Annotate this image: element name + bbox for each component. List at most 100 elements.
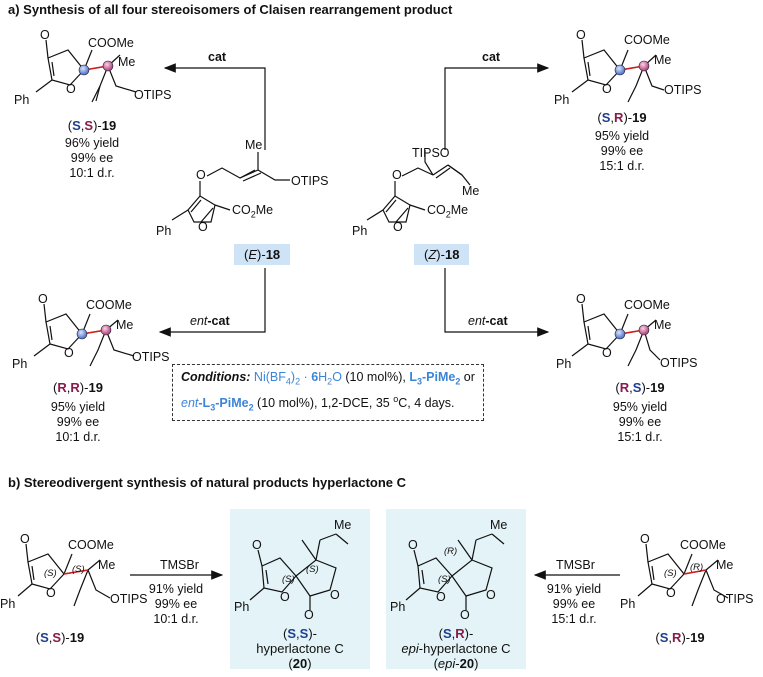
conditions-line-1: Conditions: Ni(BF4)2 · 6H2O (10 mol%), L… bbox=[181, 370, 475, 387]
z18-ether-o: O bbox=[392, 168, 402, 182]
np1-lactone-o: O bbox=[304, 608, 314, 622]
z18-co2me: CO2Me bbox=[427, 203, 469, 220]
b-product-sr-label: (S,R)-19 bbox=[655, 630, 705, 645]
stereocenter-ss-c1 bbox=[78, 64, 90, 76]
b-ss-ketone-o: O bbox=[20, 532, 30, 546]
rr-ketone-o: O bbox=[38, 292, 48, 306]
ss-ketone-o: O bbox=[40, 28, 50, 42]
product-ss-structure bbox=[35, 39, 137, 103]
b-sr-ketone-o: O bbox=[640, 532, 650, 546]
b-ss-otips: OTIPS bbox=[110, 592, 148, 606]
np1-ketone-o: O bbox=[252, 538, 262, 552]
arrow-cat-left bbox=[163, 63, 266, 150]
ss-otips: OTIPS bbox=[134, 88, 172, 102]
np1-ring-o2: O bbox=[330, 588, 340, 602]
z18-tipso: TIPSO bbox=[412, 146, 450, 160]
b-sr-ph: Ph bbox=[620, 597, 636, 611]
rs-otips: OTIPS bbox=[660, 356, 698, 370]
product-sr-b-structure bbox=[637, 543, 729, 607]
new-bond-sr-b bbox=[683, 569, 707, 575]
np2-me: Me bbox=[490, 518, 508, 532]
product-ss-label: (S,S)-19 bbox=[67, 118, 117, 133]
entcat-label-right: ent-cat bbox=[468, 314, 508, 328]
rs-me: Me bbox=[654, 318, 672, 332]
np2-ring-o: O bbox=[436, 590, 446, 604]
conditions-box: Conditions: Ni(BF4)2 · 6H2O (10 mol%), L… bbox=[172, 364, 484, 422]
stereocenter-rs-c2 bbox=[638, 324, 650, 336]
product-rr-ee: 99% ee bbox=[56, 415, 100, 429]
rr-ring-o: O bbox=[64, 346, 74, 360]
b-tmsbr-left: TMSBr bbox=[160, 558, 199, 572]
b-ss-coome: COOMe bbox=[68, 538, 114, 552]
np1-tag-c1: (S) bbox=[306, 564, 319, 575]
ss-ring-o: O bbox=[66, 82, 76, 96]
substrate-z18-structure bbox=[366, 150, 471, 223]
rs-ph: Ph bbox=[556, 357, 572, 371]
b-ss-tag-c2: (S) bbox=[72, 564, 85, 575]
z18-ring-o: O bbox=[393, 220, 403, 234]
np2-ph: Ph bbox=[390, 600, 406, 614]
product-ss-dr: 10:1 d.r. bbox=[69, 166, 115, 180]
stereocenter-ss-c2 bbox=[102, 60, 114, 72]
rs-coome: COOMe bbox=[624, 298, 670, 312]
stereocenter-rr-c2 bbox=[100, 324, 112, 336]
b-right-dr: 15:1 d.r. bbox=[551, 612, 597, 626]
sr-me: Me bbox=[654, 53, 672, 67]
e18-otips: OTIPS bbox=[291, 174, 329, 188]
np2-label: (S,R)- epi-hyperlactone C (epi-20) bbox=[401, 626, 511, 671]
b-left-yield: 91% yield bbox=[148, 582, 204, 596]
e18-ph: Ph bbox=[156, 224, 172, 238]
b-ss-tag-c1: (S) bbox=[44, 568, 57, 579]
z18-me: Me bbox=[462, 184, 480, 198]
b-right-ee: 99% ee bbox=[552, 597, 596, 611]
product-sr-dr: 15:1 d.r. bbox=[599, 159, 645, 173]
entcat-label-left: ent-cat bbox=[190, 314, 230, 328]
np1-tag-c2: (S) bbox=[282, 574, 295, 585]
e18-me: Me bbox=[245, 138, 263, 152]
substrate-z18-label: (Z)-18 bbox=[414, 244, 470, 265]
b-sr-tag-c2: (R) bbox=[690, 562, 704, 573]
rs-ring-o: O bbox=[602, 346, 612, 360]
b-product-ss-label: (S,S)-19 bbox=[35, 630, 85, 645]
product-rs-yield: 95% yield bbox=[612, 400, 668, 414]
product-sr-yield: 95% yield bbox=[594, 129, 650, 143]
sr-ketone-o: O bbox=[576, 28, 586, 42]
product-rs-dr: 15:1 d.r. bbox=[617, 430, 663, 444]
sr-coome: COOMe bbox=[624, 33, 670, 47]
product-rr-label: (R,R)-19 bbox=[53, 380, 103, 395]
conditions-line-2: ent-L3-PiMe2 (10 mol%), 1,2-DCE, 35 oC, … bbox=[181, 393, 455, 413]
section-a-title: a) Synthesis of all four stereoisomers o… bbox=[8, 2, 453, 17]
e18-ring-o: O bbox=[198, 220, 208, 234]
sr-otips: OTIPS bbox=[664, 83, 702, 97]
product-rr-yield: 95% yield bbox=[50, 400, 106, 414]
b-tmsbr-right: TMSBr bbox=[556, 558, 595, 572]
product-rs-ee: 99% ee bbox=[618, 415, 662, 429]
ss-me: Me bbox=[118, 55, 136, 69]
product-ss-yield: 96% yield bbox=[64, 136, 120, 150]
stereocenter-sr-c1 bbox=[614, 64, 626, 76]
stereocenter-rs-c1 bbox=[614, 328, 626, 340]
np2-tag-c2: (S) bbox=[438, 574, 451, 585]
rr-me: Me bbox=[116, 318, 134, 332]
epi-hyperlactone-c-structure bbox=[405, 533, 505, 610]
stereocenter-rr-c1 bbox=[76, 328, 88, 340]
np-panel-1 bbox=[230, 509, 370, 669]
np2-ketone-o: O bbox=[408, 538, 418, 552]
rr-otips: OTIPS bbox=[132, 350, 170, 364]
sr-ph: Ph bbox=[554, 93, 570, 107]
b-sr-coome: COOMe bbox=[680, 538, 726, 552]
cat-label-right: cat bbox=[482, 50, 501, 64]
rs-ketone-o: O bbox=[576, 292, 586, 306]
product-ss-ee: 99% ee bbox=[70, 151, 114, 165]
b-ss-ph: Ph bbox=[0, 597, 16, 611]
ss-ph: Ph bbox=[14, 93, 30, 107]
np1-ring-o: O bbox=[280, 590, 290, 604]
np2-lactone-o: O bbox=[460, 608, 470, 622]
b-sr-tag-c1: (S) bbox=[664, 568, 677, 579]
product-ss-b-structure bbox=[17, 543, 111, 607]
arrow-entcat-left bbox=[158, 268, 266, 337]
arrow-cat-right bbox=[444, 63, 550, 150]
sr-ring-o: O bbox=[602, 82, 612, 96]
e18-ether-o: O bbox=[196, 168, 206, 182]
